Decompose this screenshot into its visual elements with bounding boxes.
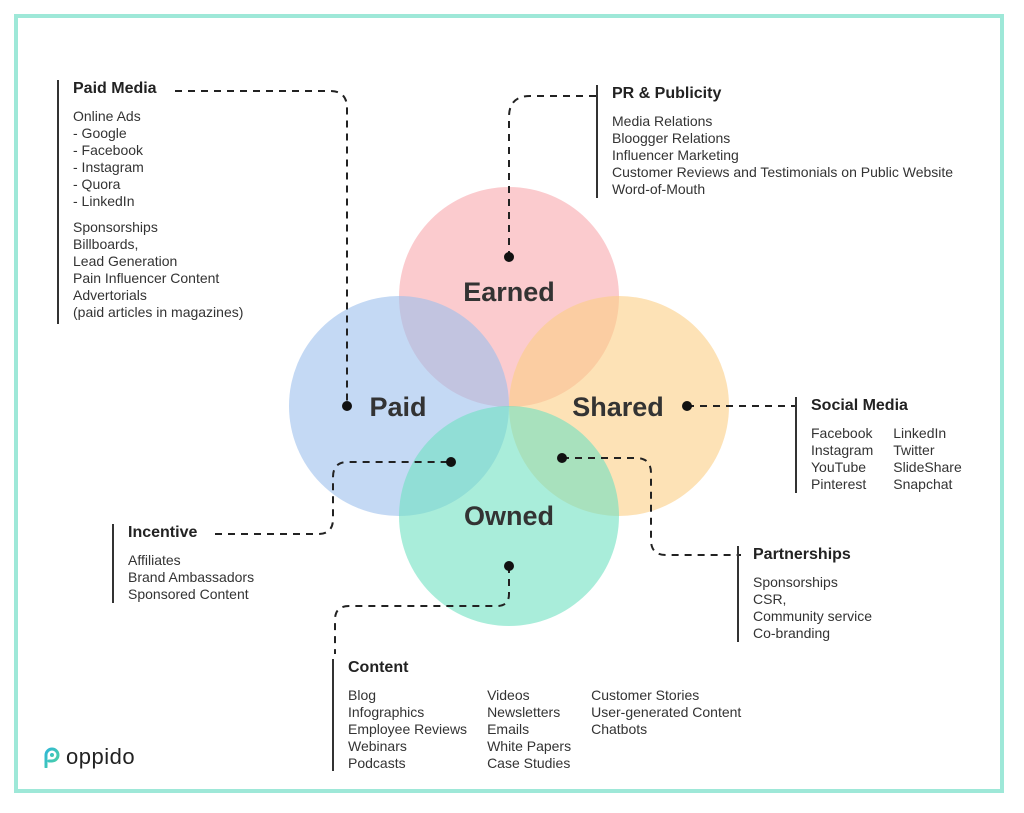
- list-item: Affiliates: [128, 552, 181, 568]
- list-item: - Quora: [73, 176, 121, 192]
- list-item: Co-branding: [753, 625, 831, 641]
- list-item: Billboards,: [73, 236, 139, 252]
- partnerships-list: Sponsorships CSR, Community service Co-b…: [753, 574, 872, 642]
- incentive-connector: [215, 461, 451, 535]
- pr-publicity-connector: [508, 95, 596, 257]
- content-col-1: Blog Infographics Employee Reviews Webin…: [348, 687, 467, 772]
- list-item: Pinterest: [811, 476, 867, 492]
- incentive-block: Incentive Affiliates Brand Ambassadors S…: [112, 524, 254, 603]
- oppido-logo: oppido: [42, 745, 135, 769]
- list-item: - Google: [73, 125, 127, 141]
- list-item: Chatbots: [591, 721, 648, 737]
- content-block: Content Blog Infographics Employee Revie…: [332, 659, 761, 771]
- list-item: Infographics: [348, 704, 425, 720]
- content-col-2: Videos Newsletters Emails White Papers C…: [487, 687, 571, 772]
- list-item: Influencer Marketing: [612, 147, 739, 163]
- social-media-col-1: Facebook Instagram YouTube Pinterest: [811, 425, 873, 493]
- paid-media-connector: [175, 90, 348, 406]
- list-item: Case Studies: [487, 755, 571, 771]
- paid-media-other-list: Sponsorships Billboards, Lead Generation…: [73, 219, 243, 321]
- owned-connector-dot: [504, 561, 514, 571]
- list-item: Podcasts: [348, 755, 406, 771]
- list-item: Videos: [487, 687, 530, 703]
- list-item: Instagram: [811, 442, 874, 458]
- pr-publicity-list: Media Relations Bloogger Relations Influ…: [612, 113, 953, 198]
- incentive-connector-dot: [446, 457, 456, 467]
- list-item: - Instagram: [73, 159, 144, 175]
- list-item: Webinars: [348, 738, 407, 754]
- pr-publicity-title: PR & Publicity: [612, 85, 722, 102]
- list-item: CSR,: [753, 591, 787, 607]
- list-item: LinkedIn: [893, 425, 947, 441]
- content-col-3: Customer Stories User-generated Content …: [591, 687, 741, 772]
- list-item: Emails: [487, 721, 530, 737]
- paid-label: Paid: [369, 392, 426, 422]
- list-item: Sponsorships: [73, 219, 158, 235]
- list-item: Pain Influencer Content: [73, 270, 220, 286]
- paid-media-title: Paid Media: [73, 80, 157, 97]
- incentive-list: Affiliates Brand Ambassadors Sponsored C…: [128, 552, 254, 603]
- partnerships-title: Partnerships: [753, 546, 851, 563]
- partnerships-connector-dot: [557, 453, 567, 463]
- list-item: Lead Generation: [73, 253, 178, 269]
- social-media-title: Social Media: [811, 397, 908, 414]
- list-item: Snapchat: [893, 476, 953, 492]
- list-item: - LinkedIn: [73, 193, 135, 209]
- list-item: Customer Reviews and Testimonials on Pub…: [612, 164, 954, 180]
- list-item: Media Relations: [612, 113, 713, 129]
- logo-text: oppido: [66, 744, 136, 769]
- incentive-title: Incentive: [128, 524, 198, 541]
- list-item: Brand Ambassadors: [128, 569, 255, 585]
- list-item: Word-of-Mouth: [612, 181, 706, 197]
- list-item: - Facebook: [73, 142, 144, 158]
- list-item: User-generated Content: [591, 704, 742, 720]
- social-media-col-2: LinkedIn Twitter SlideShare Snapchat: [893, 425, 962, 493]
- paid-media-block: Paid Media Online Ads - Google - Faceboo…: [57, 80, 243, 324]
- earned-connector-dot: [504, 252, 514, 262]
- partnerships-block: Partnerships Sponsorships CSR, Community…: [737, 546, 872, 642]
- list-item: (paid articles in magazines): [73, 304, 244, 320]
- list-item: Facebook: [811, 425, 873, 441]
- partnerships-connector: [562, 457, 741, 556]
- list-item: Community service: [753, 608, 873, 624]
- list-item: Employee Reviews: [348, 721, 468, 737]
- list-item: YouTube: [811, 459, 867, 475]
- list-item: Bloogger Relations: [612, 130, 731, 146]
- list-item: Online Ads: [73, 108, 141, 124]
- list-item: White Papers: [487, 738, 572, 754]
- list-item: Sponsored Content: [128, 586, 249, 602]
- paid-connector-dot: [342, 401, 352, 411]
- oppido-p-logo-icon: [44, 747, 60, 768]
- list-item: SlideShare: [893, 459, 962, 475]
- shared-connector-dot: [682, 401, 692, 411]
- paid-media-online-ads-list: Online Ads - Google - Facebook - Instagr…: [73, 108, 243, 210]
- pr-publicity-block: PR & Publicity Media Relations Bloogger …: [596, 85, 953, 198]
- shared-label: Shared: [572, 392, 664, 422]
- list-item: Sponsorships: [753, 574, 838, 590]
- list-item: Blog: [348, 687, 377, 703]
- list-item: Advertorials: [73, 287, 147, 303]
- content-connector: [334, 566, 510, 654]
- social-media-block: Social Media Facebook Instagram YouTube …: [795, 397, 982, 493]
- list-item: Customer Stories: [591, 687, 700, 703]
- list-item: Newsletters: [487, 704, 561, 720]
- earned-label: Earned: [463, 277, 555, 307]
- owned-label: Owned: [464, 501, 554, 531]
- content-title: Content: [348, 659, 409, 676]
- list-item: Twitter: [893, 442, 935, 458]
